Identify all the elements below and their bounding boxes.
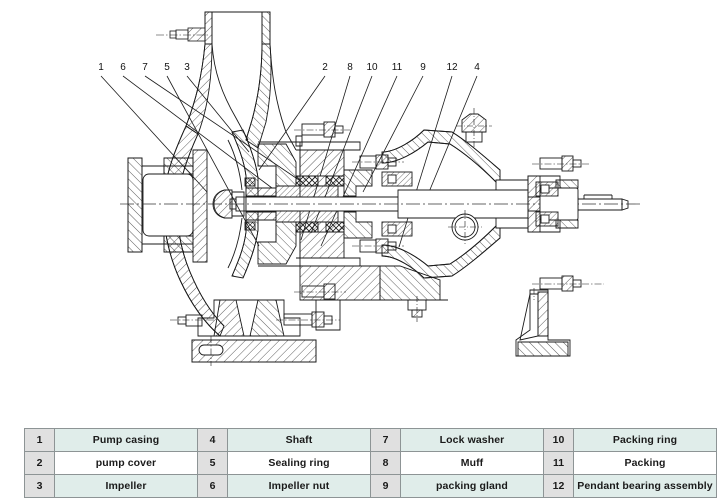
legend-number-cell: 4 [197, 428, 228, 452]
casing-lower-wall [299, 265, 448, 331]
breather-fitting [456, 108, 492, 148]
cover-bolt-top [294, 121, 350, 147]
legend-label-cell: Packing ring [573, 428, 717, 452]
bearing-support-pedestal [515, 288, 571, 357]
pump-casing [127, 125, 225, 337]
legend-number-cell: 1 [24, 428, 55, 452]
legend-number-cell: 9 [370, 474, 401, 498]
callout-leader-lines [100, 75, 478, 248]
callout-number-8: 8 [347, 62, 353, 73]
callout-number-12: 12 [446, 62, 458, 73]
bearing-cap-bolt-top [532, 155, 590, 172]
callout-number-1: 1 [98, 62, 104, 73]
legend-label-cell: Sealing ring [227, 451, 371, 475]
legend-number-cell: 10 [543, 428, 574, 452]
discharge-nozzle [156, 11, 297, 151]
callout-number-labels: 1 6 7 5 3 2 8 10 11 9 12 4 [98, 62, 480, 73]
callout-number-9: 9 [420, 62, 426, 73]
pump-drawing-svg: 1 6 7 5 3 2 8 10 11 9 12 4 [98, 11, 640, 366]
callout-number-10: 10 [366, 62, 378, 73]
drain-plug [407, 296, 427, 322]
legend-number-cell: 2 [24, 451, 55, 475]
foot-bolt-right [276, 311, 340, 328]
legend-label-cell: Lock washer [400, 428, 544, 452]
callout-number-11: 11 [392, 62, 403, 73]
foot-bolt-left [170, 314, 214, 327]
callout-number-6: 6 [120, 62, 126, 73]
pendant-bearing-assembly [381, 108, 604, 292]
callout-number-3: 3 [184, 62, 190, 73]
legend-label-cell: packing gland [400, 474, 544, 498]
pump-cover [257, 141, 301, 267]
legend-number-cell: 8 [370, 451, 401, 475]
bearing-right [535, 181, 559, 227]
callout-number-5: 5 [164, 62, 170, 73]
legend-number-cell: 5 [197, 451, 228, 475]
legend-number-cell: 7 [370, 428, 401, 452]
callout-number-7: 7 [142, 62, 148, 73]
callout-number-2: 2 [322, 62, 328, 73]
legend-number-cell: 12 [543, 474, 574, 498]
stuffing-box-housing [295, 141, 361, 267]
bearing-cap-bolt-bottom [532, 275, 604, 292]
legend-label-cell: Impeller [54, 474, 198, 498]
callout-number-4: 4 [474, 62, 480, 73]
legend-label-cell: pump cover [54, 451, 198, 475]
sealing-ring-back [244, 221, 256, 231]
legend-number-cell: 6 [197, 474, 228, 498]
legend-label-cell: Pump casing [54, 428, 198, 452]
legend-label-cell: Muff [400, 451, 544, 475]
shaft [120, 189, 640, 219]
pump-base-foot [170, 299, 340, 366]
legend-label-cell: Pendant bearing assembly [573, 474, 717, 498]
legend-number-cell: 11 [543, 451, 574, 475]
legend-label-cell: Impeller nut [227, 474, 371, 498]
oil-sight-glass [448, 210, 482, 244]
packing-gland [343, 154, 404, 254]
bearing-left [381, 171, 413, 237]
legend-number-cell: 3 [24, 474, 55, 498]
legend-label-cell: Packing [573, 451, 717, 475]
sealing-ring-front [244, 177, 256, 187]
legend-label-cell: Shaft [227, 428, 371, 452]
pump-cross-section-drawing: 1 6 7 5 3 2 8 10 11 9 12 4 [98, 11, 640, 366]
